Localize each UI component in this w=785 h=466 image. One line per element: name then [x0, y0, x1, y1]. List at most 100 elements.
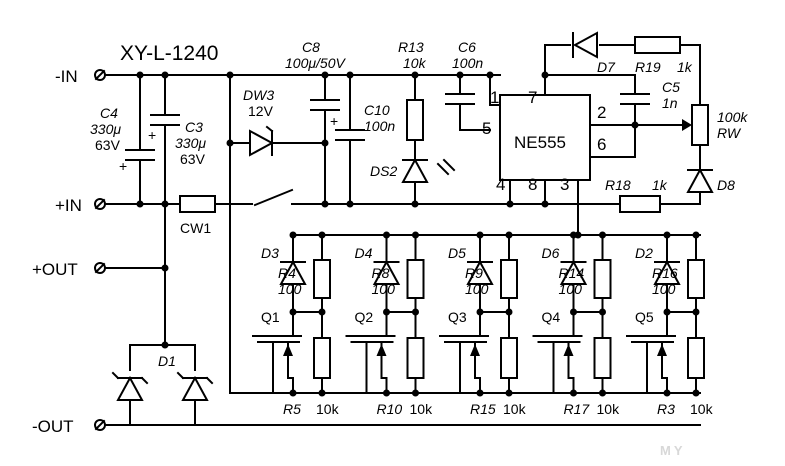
- resistor-cw1: CW1: [179, 195, 216, 236]
- capacitor-c10: C10 100n: [335, 102, 395, 141]
- stage-gate-resistor-label: R15: [470, 401, 496, 417]
- stage-resistor-value: 100: [559, 281, 583, 297]
- resistor-r18: R18 1k: [605, 177, 668, 213]
- terminal-pos-in-label: +IN: [55, 196, 82, 215]
- stage-resistor-label: R16: [652, 265, 678, 281]
- ds2-name: DS2: [370, 163, 397, 179]
- stage-resistor-value: 100: [652, 281, 676, 297]
- c4-value: 330μ: [90, 121, 121, 137]
- svg-text:+: +: [330, 113, 338, 129]
- stage-transistor-label: Q4: [542, 309, 561, 325]
- capacitor-c6: C6 100n: [445, 39, 483, 105]
- d8-name: D8: [717, 177, 735, 193]
- r13-name: R13: [398, 39, 424, 55]
- stage-resistor-value: 100: [278, 281, 302, 297]
- ic-name: NE555: [514, 133, 566, 152]
- stage-resistor-label: R8: [372, 265, 390, 281]
- resistor-r19: R19 1k: [634, 36, 693, 75]
- stage-transistor-label: Q1: [261, 309, 280, 325]
- dw3-name: DW3: [243, 87, 274, 103]
- r18-value: 1k: [652, 177, 668, 193]
- junction-dots: [136, 71, 639, 349]
- terminal-pos-out-label: +OUT: [32, 260, 78, 279]
- stage-gate-resistor-value: 10k: [503, 401, 527, 417]
- diode-d8: D8: [686, 167, 735, 193]
- d1-name: D1: [158, 353, 176, 369]
- watermark: MY: [660, 443, 686, 458]
- stage-transistor-label: Q3: [448, 309, 467, 325]
- stage-resistor-value: 100: [465, 281, 489, 297]
- stage-gate-resistor-value: 10k: [690, 401, 714, 417]
- resistor-r13: R13 10k: [398, 39, 427, 141]
- r13-value: 10k: [403, 55, 427, 71]
- terminal-pos-in: +IN: [55, 196, 106, 215]
- r19-value: 1k: [677, 59, 693, 75]
- ic-pin-5: 5: [482, 119, 491, 138]
- c3-value: 330μ: [175, 135, 206, 151]
- stage-diode-label: D4: [355, 245, 373, 261]
- c10-value: 100n: [364, 118, 395, 134]
- capacitor-c5: C5 1n: [620, 79, 680, 111]
- rw-value: 100k: [717, 109, 748, 125]
- capacitor-c4: + C4 330μ 63V: [90, 105, 155, 174]
- stage-diode-label: D5: [448, 245, 466, 261]
- stage-resistor-value: 100: [372, 281, 396, 297]
- svg-text:+: +: [119, 158, 127, 174]
- terminal-neg-in-label: -IN: [55, 67, 78, 86]
- svg-text:+: +: [148, 127, 156, 143]
- cw1-name: CW1: [180, 220, 211, 236]
- ic-pin-2: 2: [597, 103, 606, 122]
- stage-resistor-label: R14: [559, 265, 585, 281]
- ic-pin-3: 3: [560, 175, 569, 194]
- stage-resistor-label: R4: [278, 265, 296, 281]
- terminal-neg-out-label: -OUT: [32, 417, 74, 436]
- c3-name: C3: [185, 119, 203, 135]
- ic-pin-1: 1: [490, 88, 499, 107]
- led-ds2: DS2: [370, 157, 456, 183]
- dw3-value: 12V: [248, 103, 274, 119]
- stage-gate-resistor-value: 10k: [410, 401, 434, 417]
- stage-diode-label: D3: [261, 245, 279, 261]
- stage-gate-resistor-value: 10k: [597, 401, 621, 417]
- stage-transistor-label: Q5: [635, 309, 654, 325]
- c5-name: C5: [662, 79, 680, 95]
- stage-transistor-label: Q2: [355, 309, 374, 325]
- stage-resistor-label: R9: [465, 265, 483, 281]
- ic-pin-4: 4: [496, 175, 505, 194]
- stage-gate-resistor-label: R5: [283, 401, 301, 417]
- c6-name: C6: [458, 39, 476, 55]
- board-title: XY-L-1240: [120, 42, 218, 65]
- terminal-neg-in: -IN: [55, 67, 106, 86]
- c3-voltage: 63V: [180, 151, 206, 167]
- ic-pin-6: 6: [597, 135, 606, 154]
- capacitor-c3: + C3 330μ 63V: [148, 114, 206, 167]
- c8-value: 100μ/50V: [285, 55, 346, 71]
- diode-d7: D7: [572, 31, 616, 75]
- c4-voltage: 63V: [95, 137, 121, 153]
- rw-name: RW: [717, 125, 742, 141]
- stage-gate-resistor-label: R3: [657, 401, 675, 417]
- r18-name: R18: [605, 177, 631, 193]
- stage-gate-resistor-label: R10: [377, 401, 403, 417]
- stage-diode-label: D6: [542, 245, 560, 261]
- tvs-d1: D1: [111, 353, 214, 401]
- ic-pin-8: 8: [528, 175, 537, 194]
- stage-gate-resistor-label: R17: [564, 401, 591, 417]
- c6-value: 100n: [452, 55, 483, 71]
- d7-name: D7: [597, 59, 616, 75]
- potentiometer-rw: 100k RW: [682, 104, 748, 146]
- r19-name: R19: [635, 59, 661, 75]
- c4-name: C4: [100, 105, 118, 121]
- c8-name: C8: [302, 39, 320, 55]
- c5-value: 1n: [662, 95, 678, 111]
- zener-dw3: DW3 12V: [243, 87, 274, 157]
- ic-ne555: NE555 1 7 2 5 6 4 8 3: [482, 88, 606, 194]
- terminal-neg-out: -OUT: [32, 417, 106, 436]
- ic-pin-7: 7: [528, 88, 537, 107]
